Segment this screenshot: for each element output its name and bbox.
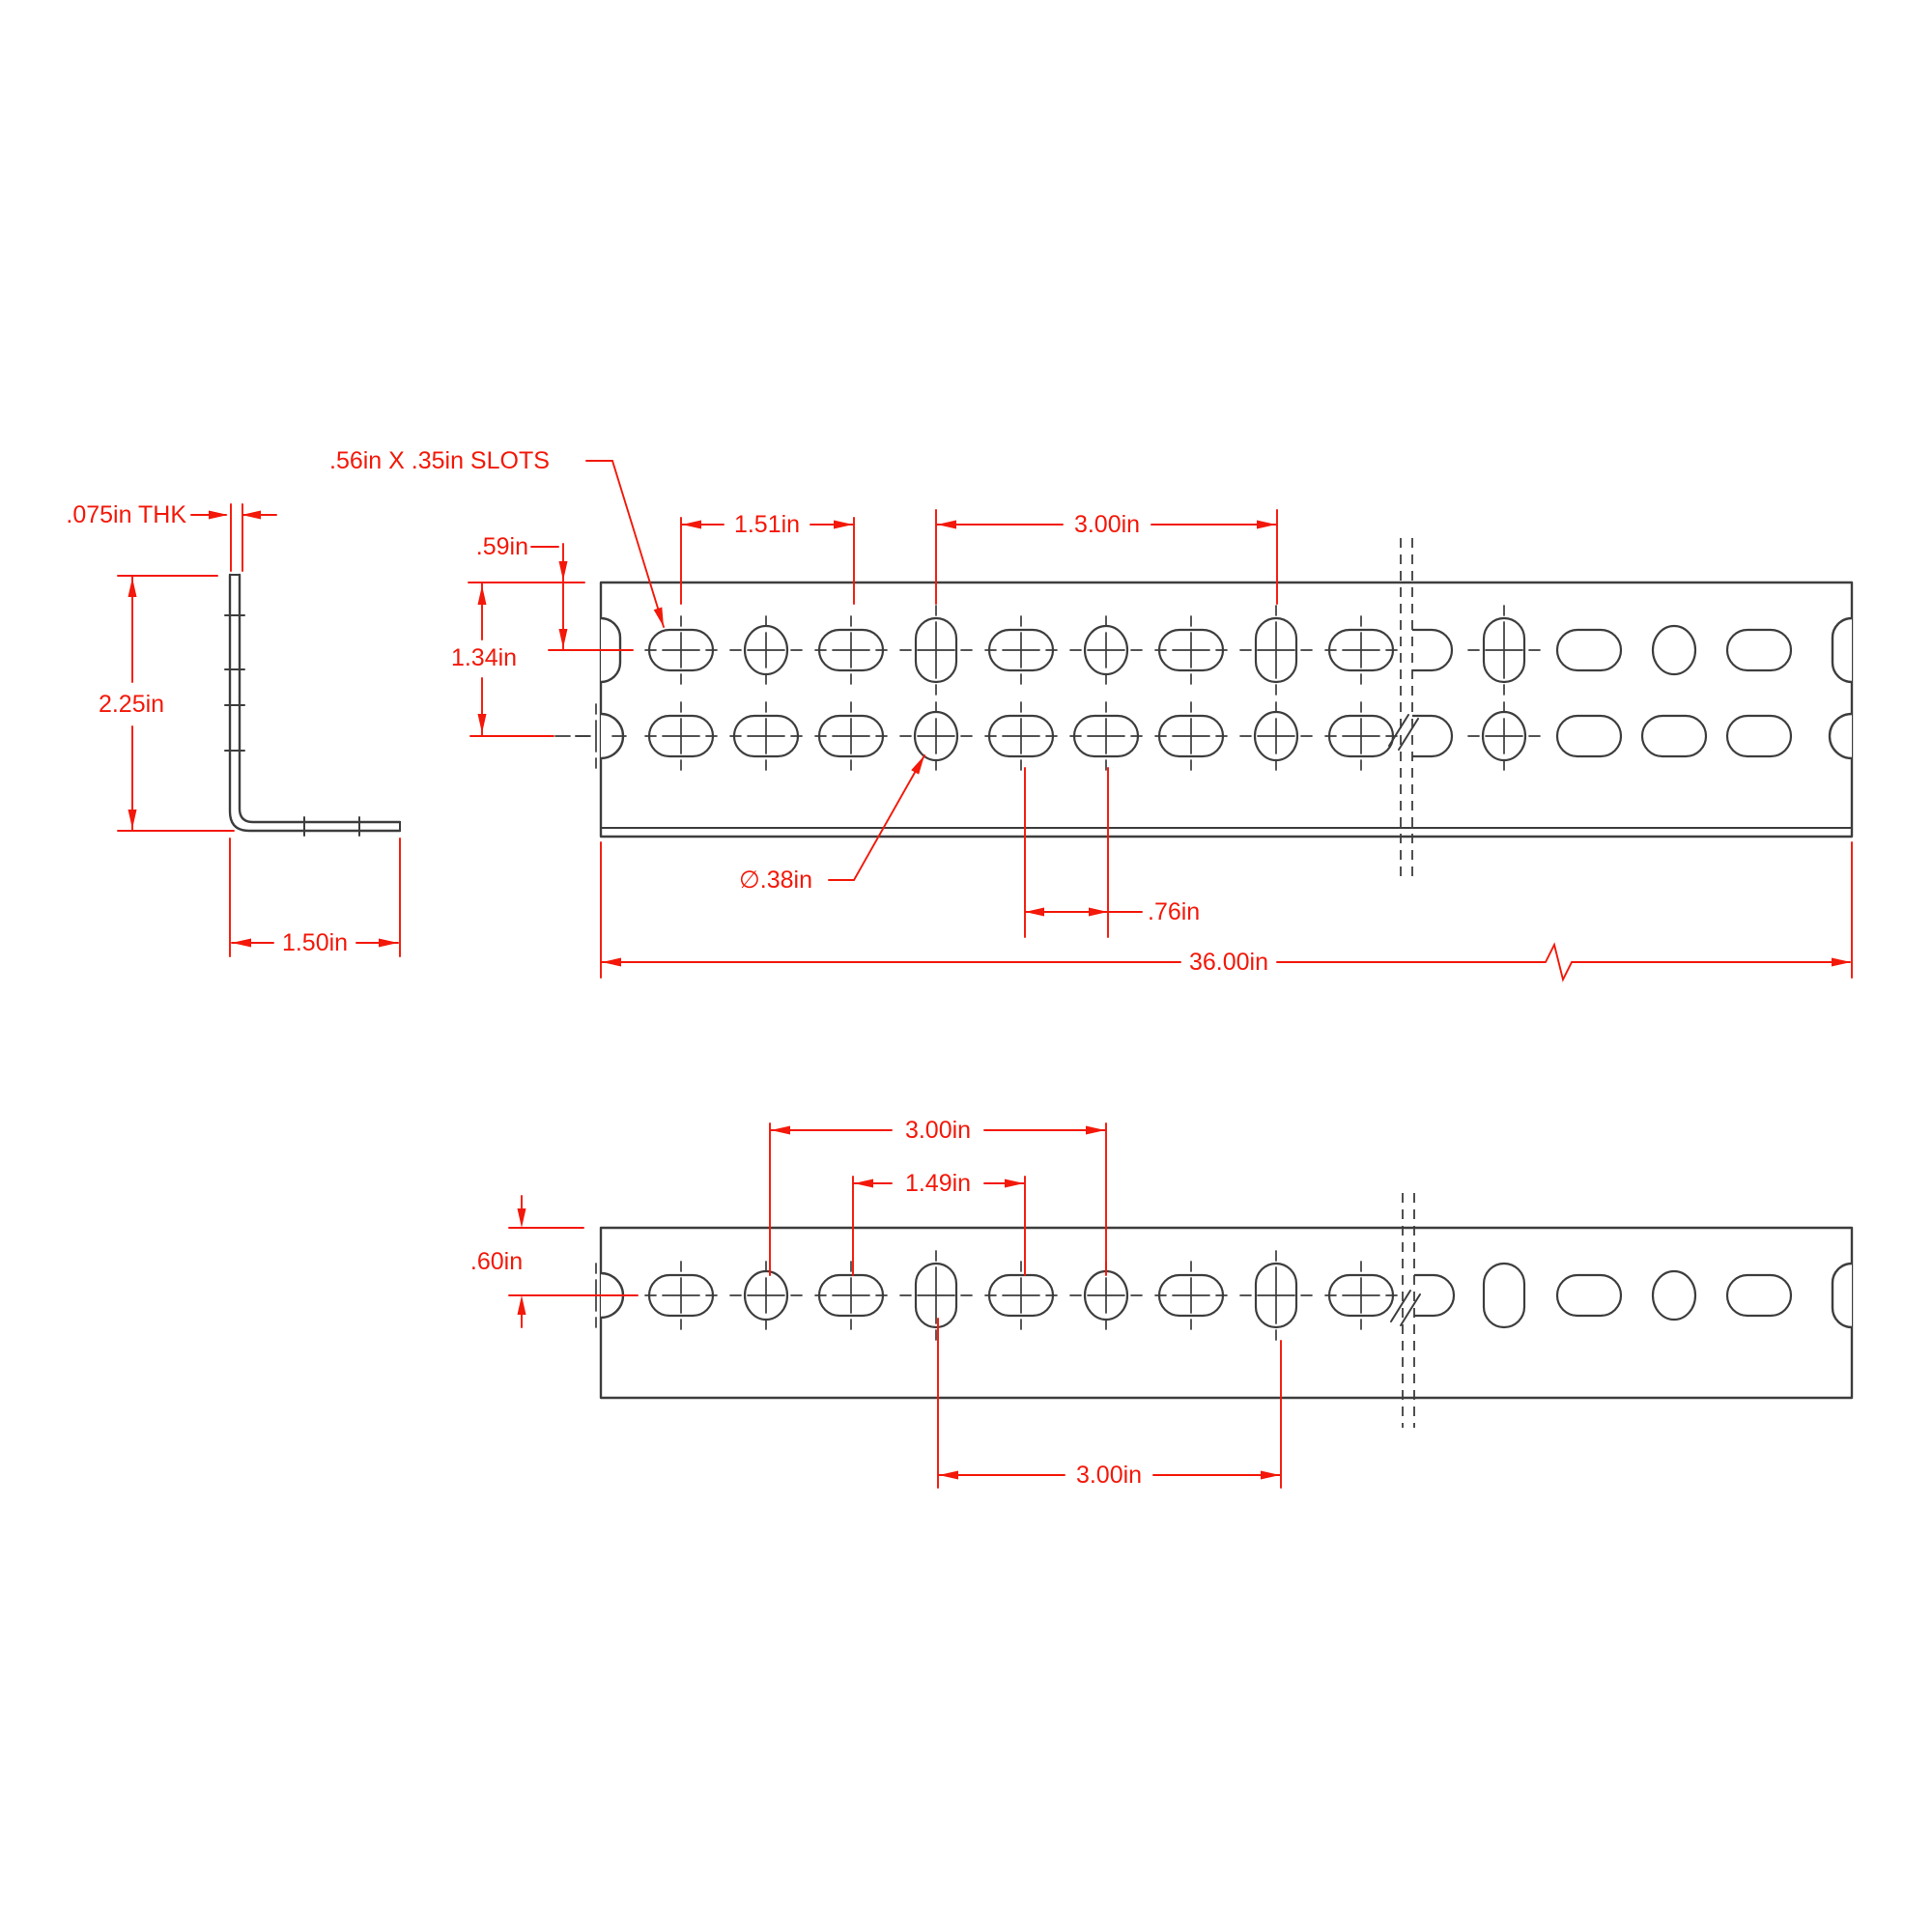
hole-centerline (1324, 701, 1398, 771)
dim-total-length: 36.00in (600, 841, 1853, 982)
hole-centerline (1069, 615, 1143, 685)
edge-notch (1828, 712, 1853, 760)
dim-label-bottom-pitch-4-lower: 3.00in (1076, 1462, 1142, 1489)
dim-label-leg-horizontal: 1.50in (282, 929, 348, 956)
dim-leg-horizontal: 1.50in (229, 838, 401, 957)
hole-centerline (814, 701, 888, 771)
slot-vertical (1482, 616, 1526, 684)
break-mark-top (1388, 714, 1419, 751)
break-mark-bottom (1390, 1290, 1421, 1326)
slot-horizontal (1725, 1273, 1793, 1318)
hole-centerline (644, 701, 718, 771)
end-view-caps (229, 574, 401, 832)
dim-label-slot-size: .56in X .35in SLOTS (329, 447, 550, 474)
dim-label-bottom-pitch-2: 1.49in (905, 1170, 971, 1197)
end-view-slot-ticks (224, 614, 360, 837)
dim-slot-pitch-4-top: 3.00in (935, 509, 1278, 605)
dim-hole-diameter: ∅.38in (739, 754, 925, 894)
hole-centerline (984, 1261, 1058, 1330)
end-view-inner-profile (238, 573, 402, 824)
slot-vertical (914, 616, 958, 684)
break-lines-top (1400, 538, 1413, 881)
slot-horizontal (1640, 714, 1708, 758)
hole-pattern-bottom (575, 1250, 1853, 1341)
edge-notch (1831, 1262, 1853, 1329)
end-view: .075in THK 2.25in 1.50in (66, 501, 402, 957)
hole-centerline (1324, 1261, 1398, 1330)
hole-centerline (899, 605, 973, 696)
hole-centerline (814, 615, 888, 685)
dim-thickness: .075in THK (66, 501, 277, 572)
slot-horizontal (1725, 628, 1793, 672)
top-view: .56in X .35in SLOTS .59in 1.34in 1.51in (329, 447, 1854, 982)
hole-centerline (1154, 1261, 1228, 1330)
hole-centerline (1324, 615, 1398, 685)
bottom-view-outline (599, 1226, 1854, 1400)
dim-label-hole-diameter: ∅.38in (739, 867, 812, 894)
round-hole (1651, 624, 1697, 676)
dim-label-bottom-row-offset: .60in (470, 1248, 523, 1275)
hole-centerline (729, 1261, 803, 1330)
hole-centerline (1154, 701, 1228, 771)
dim-label-slot-pitch-4-top: 3.00in (1074, 511, 1140, 538)
hole-centerline (1069, 701, 1143, 771)
top-view-outline (599, 581, 1854, 838)
slot-cut-by-break (1412, 714, 1454, 758)
slot-vertical (1482, 1262, 1526, 1329)
dim-bottom-row-offset: .60in (470, 1195, 639, 1328)
slot-horizontal (1555, 1273, 1623, 1318)
hole-centerline (729, 615, 803, 685)
edge-notch (1831, 616, 1853, 684)
dim-hole-pitch: .76in (1024, 767, 1200, 938)
dim-bottom-pitch-4-lower: 3.00in (937, 1318, 1282, 1489)
dim-label-row1-offset: .59in (476, 533, 528, 560)
dim-label-row2-offset: 1.34in (451, 644, 517, 671)
dim-label-bottom-pitch-4-upper: 3.00in (905, 1117, 971, 1144)
slot-horizontal (1725, 714, 1793, 758)
dim-row2-offset: 1.34in (451, 582, 554, 737)
hole-centerline (1239, 1250, 1313, 1341)
dim-label-total-length: 36.00in (1189, 949, 1268, 976)
hole-centerline (729, 701, 803, 771)
hole-centerline (899, 701, 973, 771)
hole-centerline (899, 1250, 973, 1341)
slot-cut-by-break (1414, 1273, 1456, 1318)
slot-horizontal (1555, 628, 1623, 672)
round-hole (1651, 1269, 1697, 1321)
dim-label-leg-vertical: 2.25in (99, 691, 164, 718)
dim-row1-offset: .59in (468, 533, 634, 651)
break-lines-bottom (1402, 1193, 1415, 1428)
hole-pattern-top (575, 605, 1853, 771)
end-view-outer-profile (228, 573, 402, 833)
hole-centerline (1239, 605, 1313, 696)
slot-vertical (914, 1262, 958, 1329)
slot-cut-by-break (1412, 628, 1454, 672)
hole-centerline (814, 1261, 888, 1330)
hole-centerline (1467, 701, 1541, 771)
hole-centerline (644, 1261, 718, 1330)
dim-bottom-pitch-2: 1.49in (852, 1170, 1026, 1276)
dim-label-slot-pitch-2: 1.51in (734, 511, 800, 538)
dim-label-thickness: .075in THK (66, 501, 186, 528)
hole-centerline (984, 701, 1058, 771)
slot-vertical (1254, 616, 1298, 684)
hole-centerline (1239, 701, 1313, 771)
hole-centerline (984, 615, 1058, 685)
dim-leg-vertical: 2.25in (99, 575, 235, 832)
dim-bottom-pitch-4-upper: 3.00in (769, 1117, 1107, 1276)
slot-horizontal (1555, 714, 1623, 758)
hole-centerline (1154, 615, 1228, 685)
bottom-view: 3.00in 1.49in .60in 3.00in (470, 1117, 1854, 1489)
hole-centerline (1467, 605, 1541, 696)
dim-slot-pitch-2: 1.51in (680, 511, 855, 605)
edge-notch-centerline (575, 703, 627, 769)
slot-vertical (1254, 1262, 1298, 1329)
dim-label-hole-pitch: .76in (1148, 898, 1200, 925)
hole-centerline (644, 615, 718, 685)
dim-slot-size: .56in X .35in SLOTS (329, 447, 665, 628)
